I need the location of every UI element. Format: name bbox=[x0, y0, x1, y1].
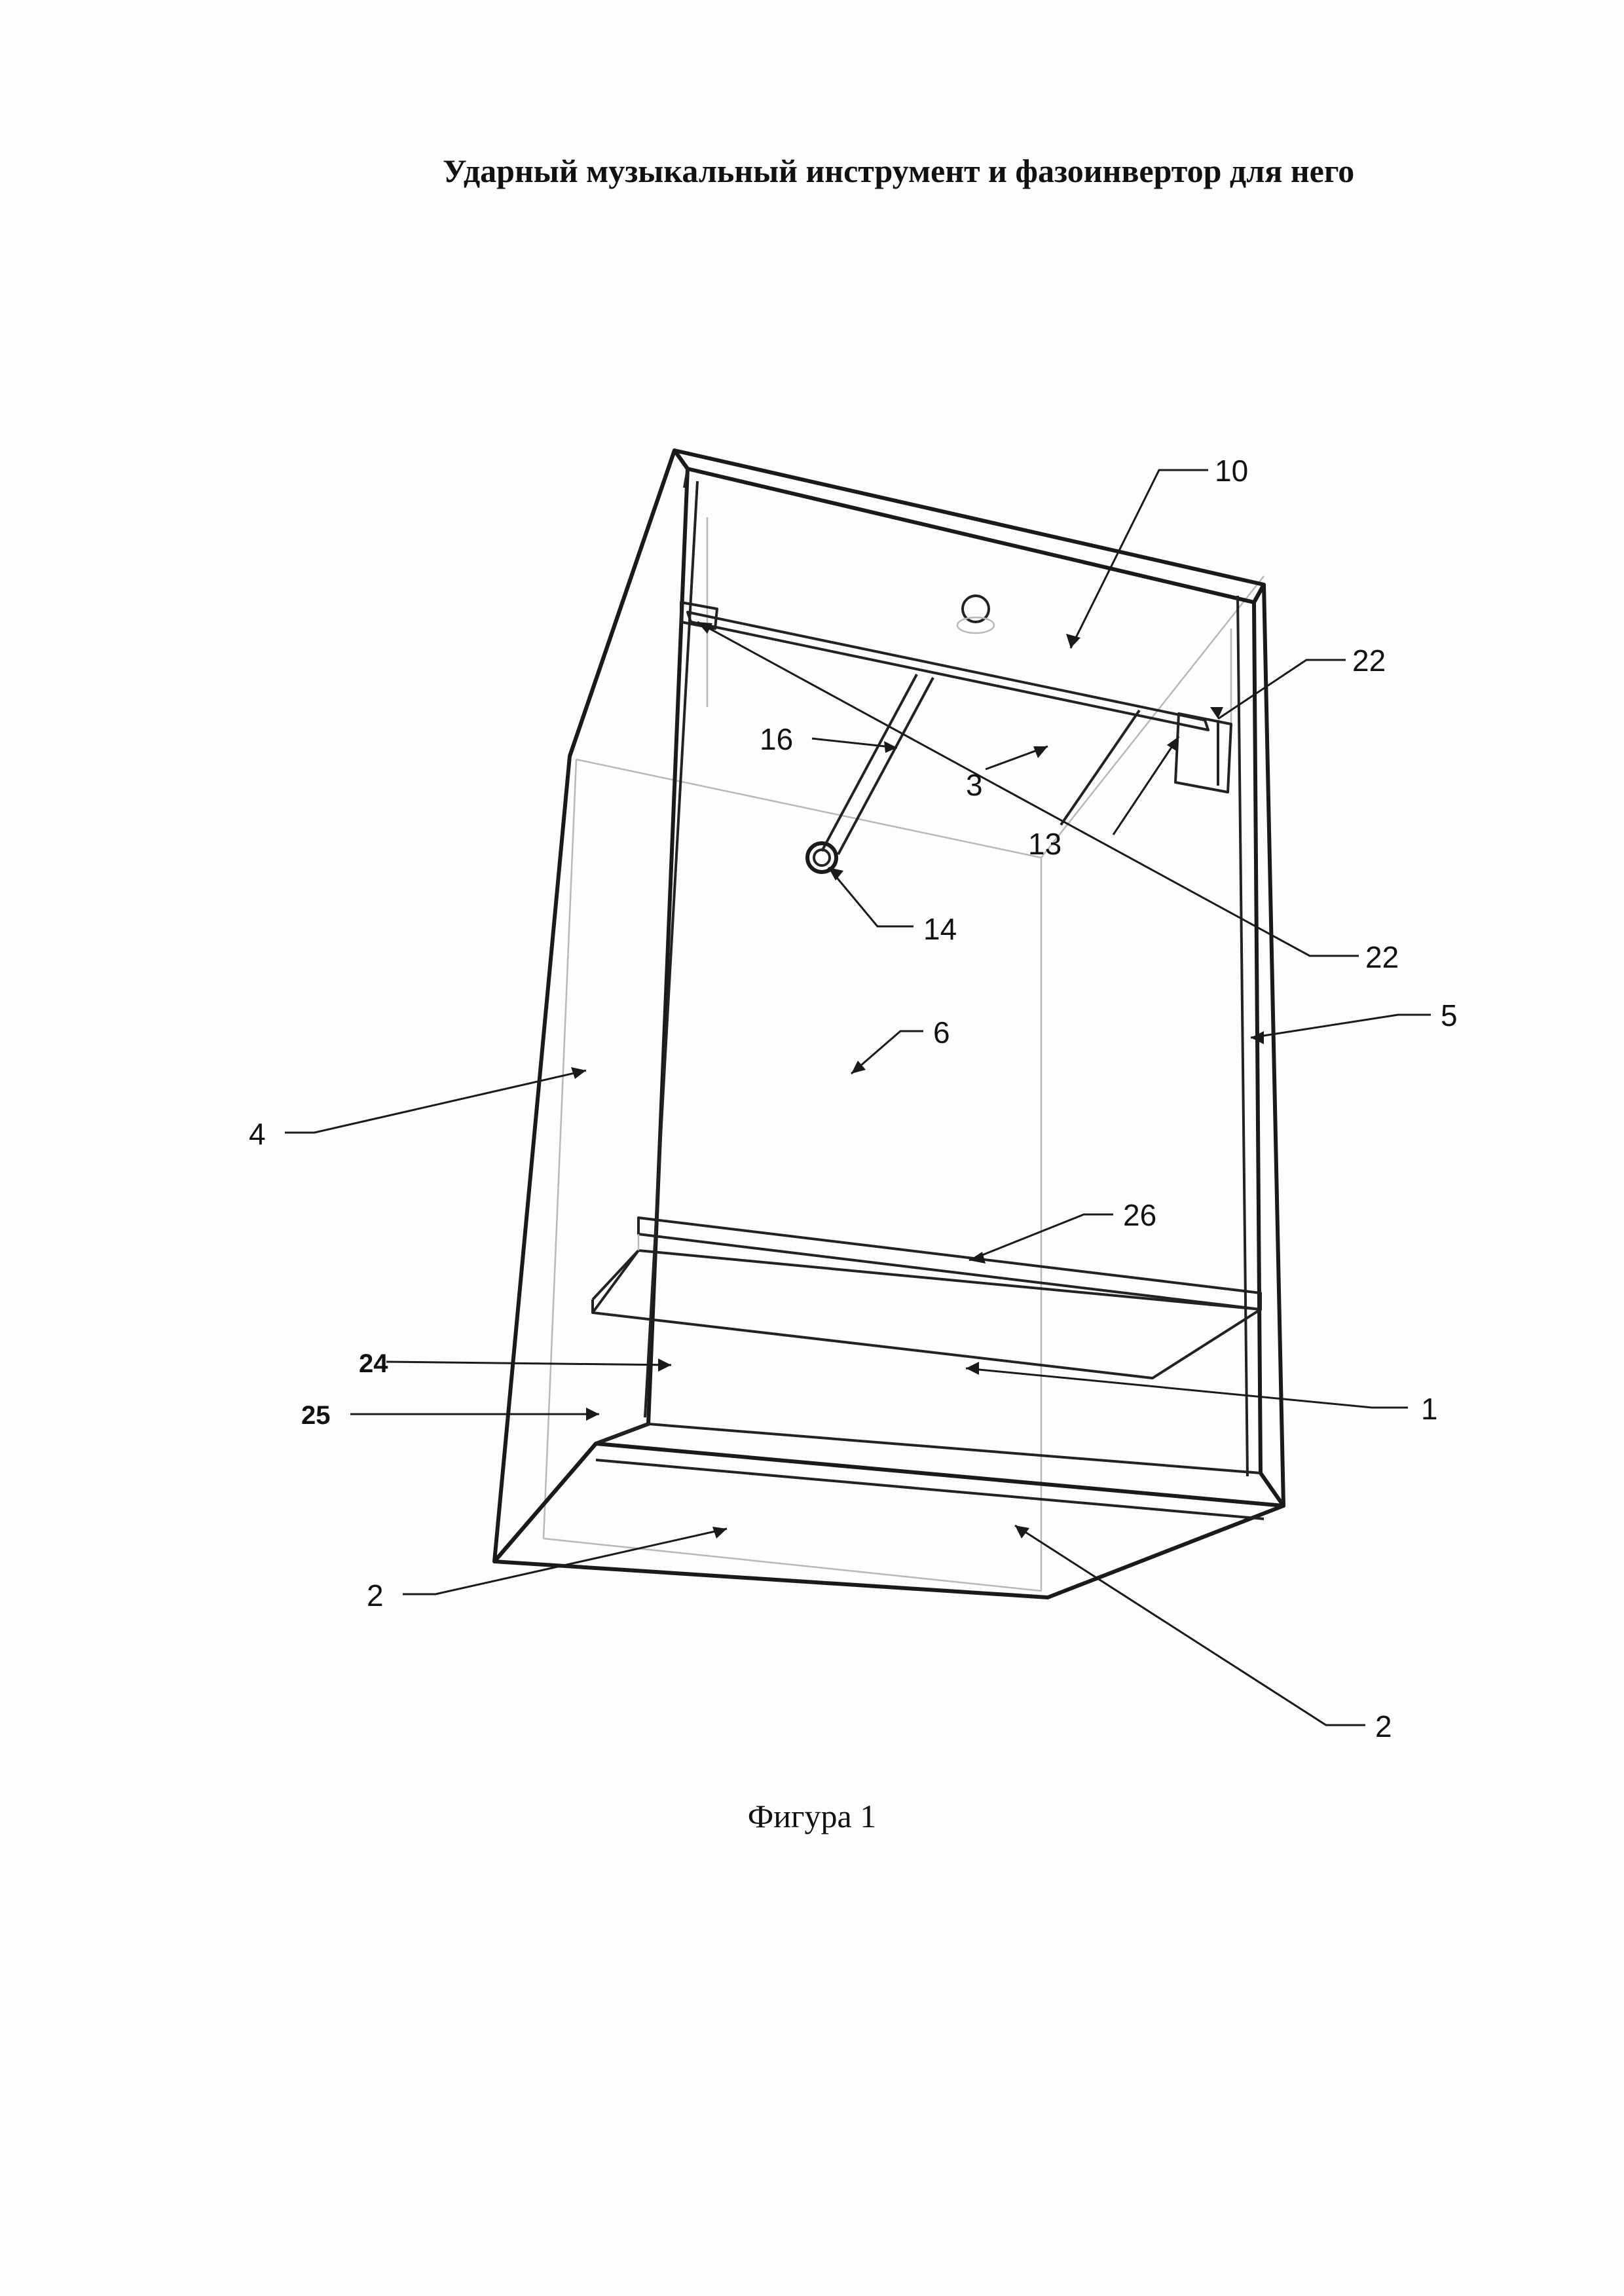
hidden-edges bbox=[542, 517, 1264, 1592]
leader-lines bbox=[285, 469, 1431, 1726]
ref-26: 26 bbox=[1123, 1198, 1156, 1232]
ref-24: 24 bbox=[359, 1349, 388, 1378]
figure-caption: Фигура 1 bbox=[747, 1798, 877, 1834]
knob-14 bbox=[805, 841, 838, 874]
upper-crossbar-assembly bbox=[680, 594, 1232, 874]
ref-10: 10 bbox=[1215, 454, 1248, 488]
crossbar-13 bbox=[686, 611, 1209, 731]
block-22-left bbox=[680, 601, 718, 630]
ref-5: 5 bbox=[1441, 998, 1458, 1032]
block-22-right bbox=[1174, 712, 1232, 793]
side-panel-5 bbox=[1252, 583, 1285, 1508]
ref-2-left: 2 bbox=[367, 1578, 384, 1613]
ref-1: 1 bbox=[1421, 1392, 1438, 1426]
ref-4: 4 bbox=[249, 1117, 266, 1151]
lower-shelf-assembly bbox=[591, 1216, 1262, 1379]
bottom-frame-2 bbox=[492, 1442, 1285, 1599]
top-rim bbox=[673, 448, 1266, 604]
arrow-heads bbox=[571, 622, 1264, 1539]
ref-6: 6 bbox=[933, 1015, 950, 1049]
ref-16: 16 bbox=[760, 722, 793, 756]
document-title: Ударный музыкальный инструмент и фазоинв… bbox=[443, 153, 1355, 189]
ref-22-top: 22 bbox=[1352, 644, 1386, 678]
ref-14: 14 bbox=[923, 912, 957, 946]
tray-1 bbox=[591, 1249, 1262, 1379]
ref-25: 25 bbox=[301, 1401, 331, 1430]
ref-3: 3 bbox=[966, 768, 983, 802]
ref-13: 13 bbox=[1028, 827, 1061, 861]
reference-numerals: 10 22 16 3 13 14 22 5 6 4 26 24 1 25 2 2 bbox=[249, 454, 1458, 1743]
side-panel-4 bbox=[492, 448, 690, 1563]
shelf-26 bbox=[637, 1216, 1262, 1311]
port-hole-10 bbox=[961, 594, 990, 623]
ref-2-right: 2 bbox=[1375, 1709, 1392, 1743]
cabinet-body bbox=[492, 448, 1285, 1599]
ref-22-bottom: 22 bbox=[1365, 940, 1399, 974]
